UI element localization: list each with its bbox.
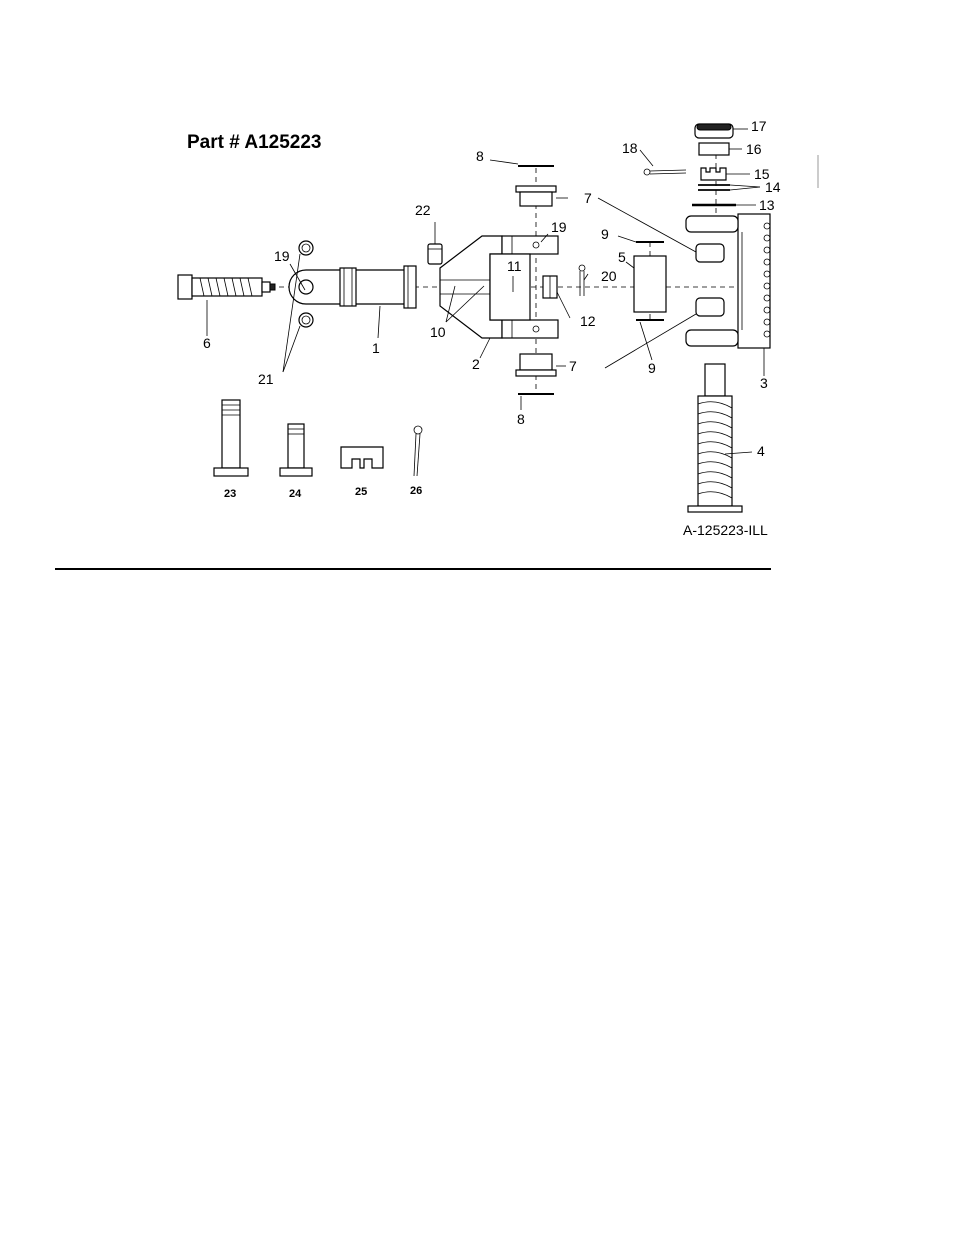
drawing-code: A-125223-ILL — [683, 522, 768, 538]
part-2-fork — [439, 235, 559, 339]
part-24-pin — [279, 423, 313, 477]
callout-11: 11 — [507, 258, 522, 274]
callout-17: 17 — [751, 118, 767, 134]
callout-2: 2 — [472, 356, 480, 372]
callout-19-left: 19 — [274, 248, 290, 264]
callout-26: 26 — [410, 485, 422, 497]
diagram-title: Part # A125223 — [187, 132, 322, 153]
callout-15: 15 — [754, 166, 770, 182]
callout-25: 25 — [355, 486, 367, 498]
leader-lines — [206, 128, 765, 455]
callout-16: 16 — [746, 141, 762, 157]
callout-7-upper: 7 — [584, 190, 592, 206]
part-26-cotter-pin — [413, 425, 423, 477]
callout-7-lower: 7 — [569, 358, 577, 374]
callout-8-lower: 8 — [517, 411, 525, 427]
part-18-pin — [643, 168, 687, 176]
part-20-cotter-pin — [578, 264, 586, 296]
part-3-bracket — [685, 213, 771, 349]
part-23-pin — [213, 399, 249, 477]
part-7-lower-bushing — [515, 353, 557, 377]
part-6-screw — [177, 274, 276, 300]
part-21-lower-ring — [298, 312, 314, 328]
callout-9-lower: 9 — [648, 360, 656, 376]
callout-5: 5 — [618, 249, 626, 265]
part-7-upper-bushing — [515, 185, 557, 207]
callout-3: 3 — [760, 375, 768, 391]
part-15-castle-nut — [700, 167, 727, 181]
callout-23: 23 — [224, 488, 236, 500]
callout-4: 4 — [757, 443, 765, 459]
callout-19-fork: 19 — [551, 219, 567, 235]
callout-labels: 1 2 3 4 5 6 7 7 8 8 9 9 10 11 12 13 14 1… — [203, 118, 781, 500]
callout-20: 20 — [601, 268, 617, 284]
callout-14: 14 — [765, 179, 781, 195]
callout-22: 22 — [415, 202, 431, 218]
callout-12: 12 — [580, 313, 596, 329]
part-22-bushing — [427, 243, 443, 265]
callout-13: 13 — [759, 197, 775, 213]
callout-18: 18 — [622, 140, 638, 156]
part-21-upper-ring — [298, 240, 314, 256]
part-16-collar — [698, 142, 730, 156]
part-1-tongue — [288, 265, 417, 309]
part-25-block — [340, 446, 384, 469]
callout-8-upper: 8 — [476, 148, 484, 164]
callout-6: 6 — [203, 335, 211, 351]
callout-21: 21 — [258, 371, 274, 387]
part-4-jack-leg — [687, 363, 743, 513]
callout-1: 1 — [372, 340, 380, 356]
callout-24: 24 — [289, 488, 302, 500]
callout-10: 10 — [430, 324, 446, 340]
callout-9-upper: 9 — [601, 226, 609, 242]
part-17-cap — [694, 123, 734, 139]
part-5-sleeve — [633, 255, 667, 313]
